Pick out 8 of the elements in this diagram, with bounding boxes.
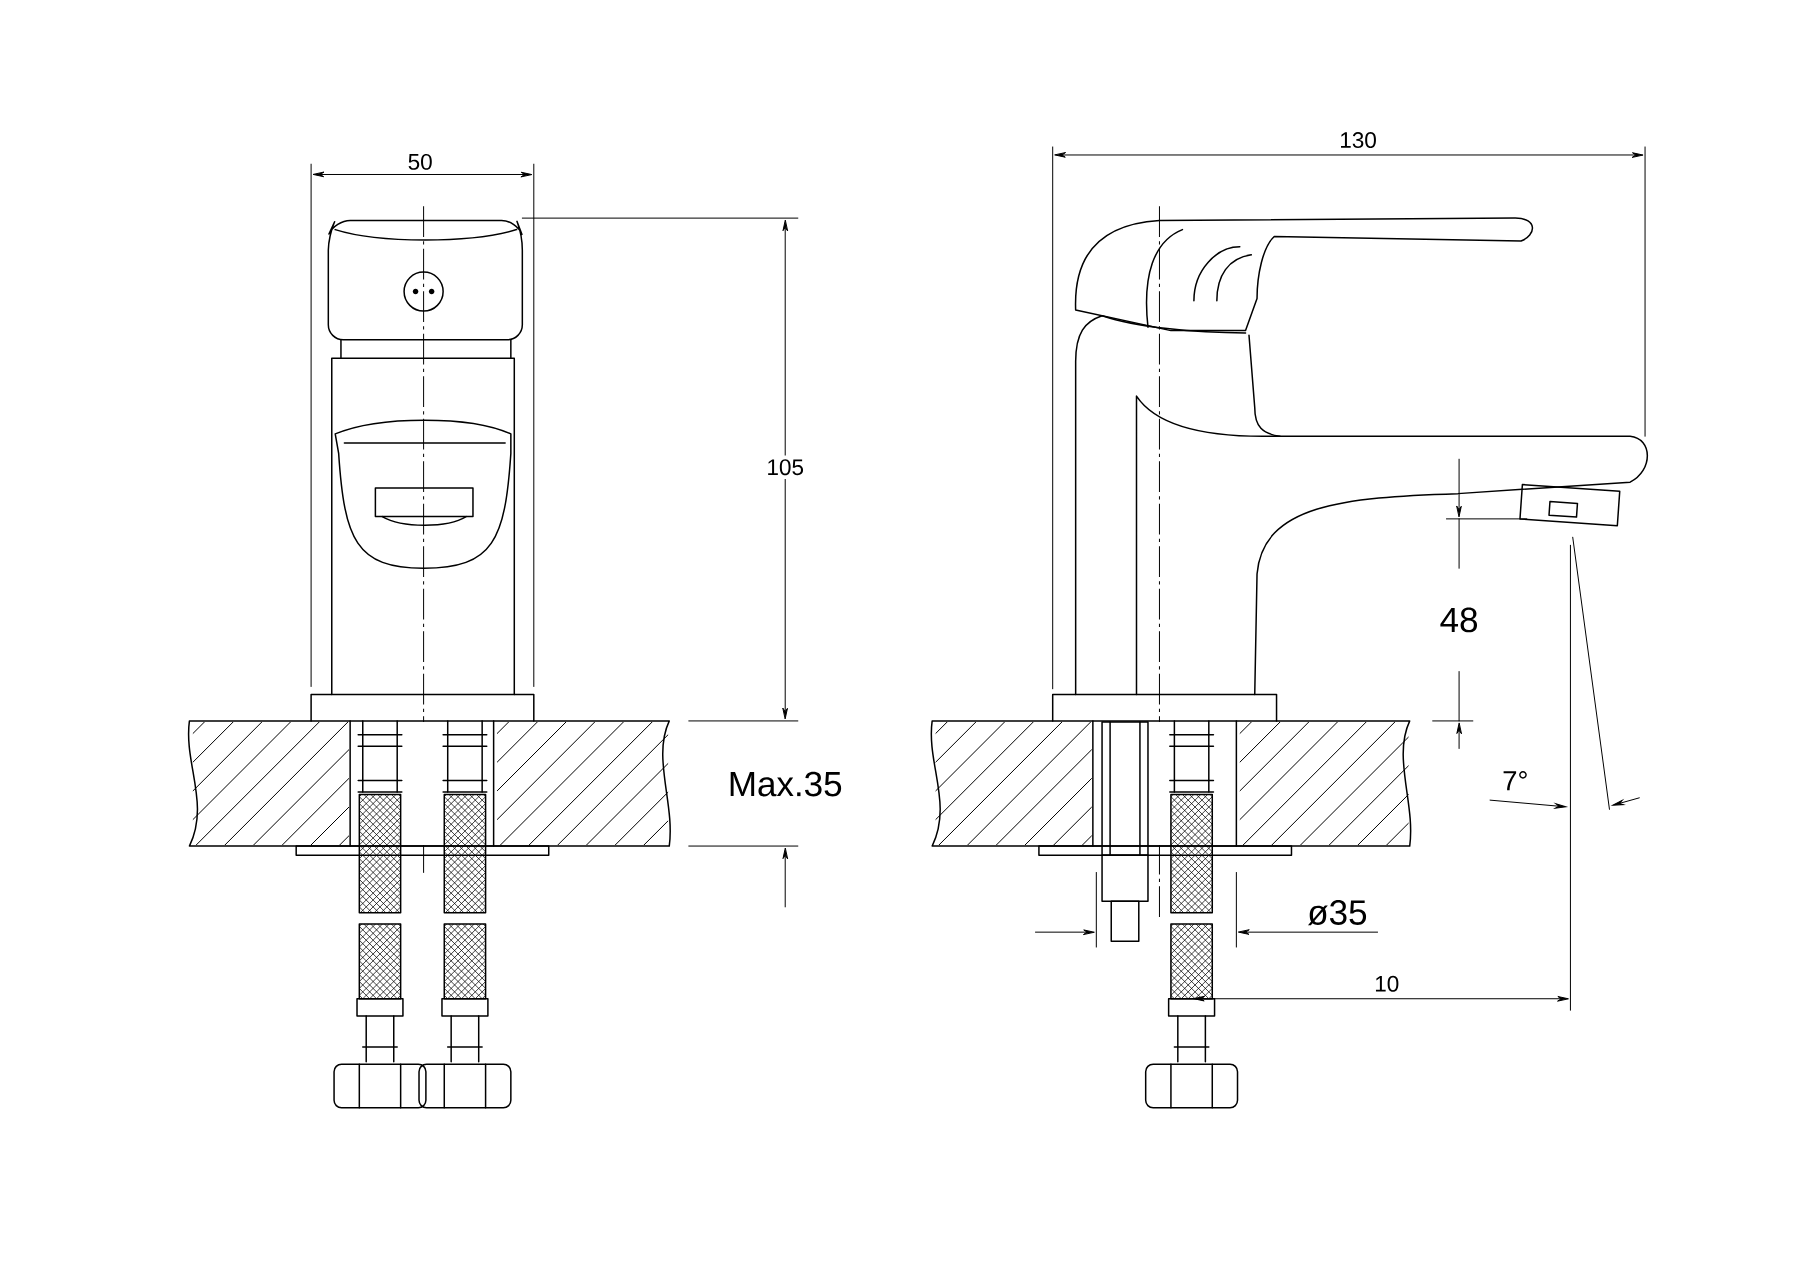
dimension-label: 10 [1370, 972, 1403, 996]
dimension-label: 50 [403, 150, 437, 174]
dimension-label: 130 [1335, 128, 1381, 152]
dimension-label: 7° [1498, 767, 1533, 794]
dimension-label: 48 [1435, 603, 1483, 637]
dimension-label: Max.35 [724, 767, 847, 801]
dimension-label: ø35 [1303, 896, 1372, 929]
dimension-label: 105 [762, 455, 808, 479]
